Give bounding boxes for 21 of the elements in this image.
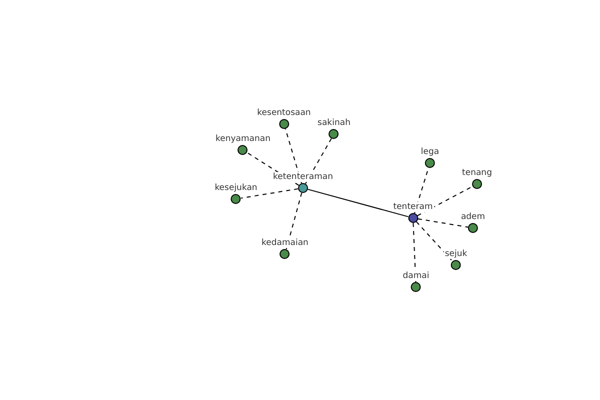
node-label: kesejukan: [214, 183, 258, 193]
node-label: tenang: [461, 168, 493, 178]
node-label: lega: [420, 147, 440, 157]
dashed-line: [305, 138, 332, 184]
node-label: sejuk: [444, 249, 468, 259]
node-label: adem: [460, 212, 486, 222]
node-label: tenteram: [392, 202, 434, 212]
node-label: sakinah: [316, 118, 352, 128]
node-label: kedamaian: [260, 238, 310, 248]
node-label: ketenteraman: [272, 172, 334, 182]
node-label: damai: [402, 271, 430, 281]
dashed-line: [416, 186, 474, 216]
dashed-line: [417, 218, 469, 228]
dashed-line: [240, 188, 299, 199]
dashed-line: [286, 192, 302, 250]
connector-line: [307, 188, 409, 218]
dashed-line: [284, 128, 302, 184]
dashed-line: [412, 222, 416, 282]
node-label: kenyamanan: [214, 134, 272, 144]
dashed-line: [416, 221, 454, 262]
node-label: kesentosaan: [256, 108, 312, 118]
